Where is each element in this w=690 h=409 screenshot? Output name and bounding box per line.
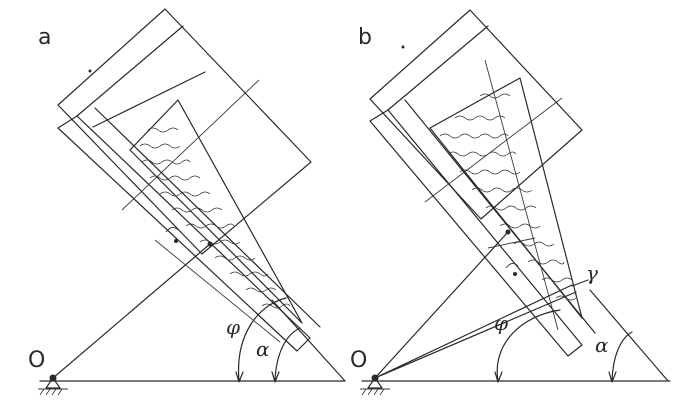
right-angle-arc-a — [165, 227, 179, 233]
origin-label-b: O — [350, 348, 367, 373]
alpha-label-b: α — [595, 333, 609, 357]
liquid-surface-b — [429, 77, 583, 319]
radius-line-3-b — [374, 291, 577, 379]
cross-axis-tick-b — [487, 237, 536, 249]
mass-center-a — [207, 241, 213, 247]
bucket-plate-a — [57, 115, 311, 352]
right-angle-mark-a — [174, 239, 178, 243]
phi-arrow-a — [235, 371, 244, 383]
frame-dot-b — [401, 45, 405, 49]
slope-line-a — [271, 299, 346, 382]
pivot-support-b — [360, 374, 390, 396]
liquid-waves-b — [439, 93, 577, 301]
phi-arc-a — [237, 297, 287, 382]
gamma-label-b: γ — [586, 261, 598, 285]
liquid-surface-a — [129, 99, 303, 324]
cross-axis-1-b — [424, 97, 563, 203]
alpha-label-a: α — [256, 337, 270, 361]
right-angle-mark-b — [513, 272, 517, 276]
radius-line-1-b — [374, 231, 509, 379]
phi-arrow-b — [494, 371, 503, 383]
frame-dot-a — [88, 69, 92, 73]
phi-label-a: φ — [226, 315, 240, 339]
outer-frame-b — [369, 9, 583, 220]
panel-a-label: a — [38, 25, 51, 50]
inner-frame-edge-a — [92, 71, 206, 128]
inner-frame-top-a — [76, 25, 184, 117]
alpha-arrow-a — [271, 371, 280, 383]
radius-line-2-b — [374, 284, 573, 379]
phi-label-b: φ — [494, 311, 508, 335]
mass-center-b — [505, 229, 511, 235]
cross-axis-2-a — [154, 239, 281, 343]
outer-frame-a — [57, 8, 312, 255]
inner-frame-top-b — [387, 25, 489, 111]
panel-a: a O — [28, 8, 346, 396]
phi-arc-b — [496, 309, 561, 382]
bucket-plate-b — [369, 109, 583, 357]
slope-line-b — [589, 289, 669, 382]
gamma-arc-b — [571, 279, 589, 287]
panel-b: b O — [350, 9, 671, 396]
origin-label-a: O — [28, 348, 45, 373]
alpha-arc-b — [611, 331, 633, 382]
alpha-arrow-b — [608, 371, 617, 383]
cross-axis-1-a — [121, 79, 260, 211]
bucket-inner-line-a — [94, 107, 321, 328]
radius-line-a — [52, 243, 211, 379]
panel-b-label: b — [358, 25, 372, 50]
right-angle-arc-b — [505, 263, 519, 269]
liquid-waves-a — [139, 127, 291, 309]
alpha-arc-a — [274, 327, 301, 382]
cross-axis-2-b — [484, 59, 559, 331]
